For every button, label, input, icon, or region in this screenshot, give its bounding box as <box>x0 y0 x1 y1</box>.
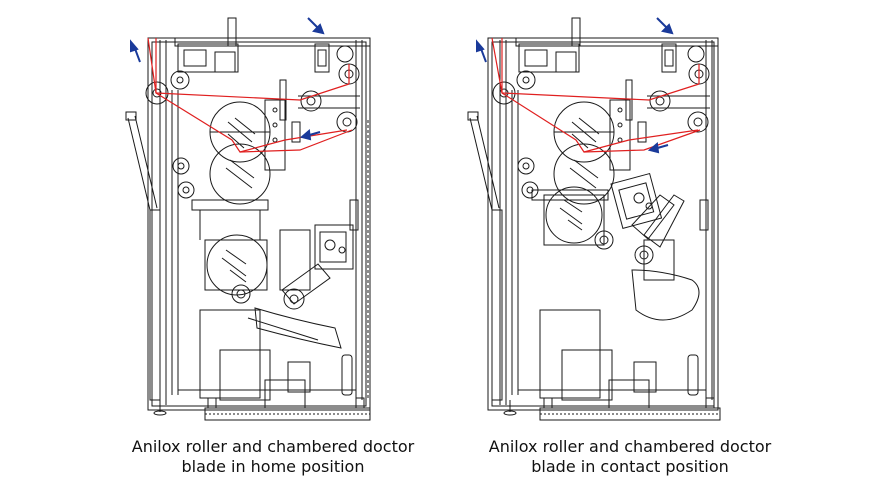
diagram-home-position: Anilox roller and chambered doctor blade… <box>108 17 438 477</box>
doctor-blade-assembly <box>247 224 354 349</box>
caption-home-line2: blade in home position <box>181 457 365 476</box>
caption-home: Anilox roller and chambered doctor blade… <box>108 437 438 477</box>
machine-drawing-contact <box>467 17 721 421</box>
caption-contact-line2: blade in contact position <box>531 457 729 476</box>
web-path <box>147 37 348 153</box>
caption-contact: Anilox roller and chambered doctor blade… <box>465 437 795 477</box>
plate-cylinder <box>545 186 603 244</box>
web-path <box>491 37 699 153</box>
diagram-contact-position: Anilox roller and chambered doctor blade… <box>444 0 889 500</box>
machine-drawing-home <box>125 17 371 421</box>
anilox-roller <box>594 230 614 250</box>
caption-contact-line1: Anilox roller and chambered doctor <box>488 437 772 456</box>
web-direction-arrows <box>130 17 325 141</box>
anilox-roller <box>231 284 251 304</box>
web-direction-arrows <box>476 17 674 154</box>
caption-home-line1: Anilox roller and chambered doctor <box>131 437 415 456</box>
doctor-blade-assembly <box>610 172 700 321</box>
